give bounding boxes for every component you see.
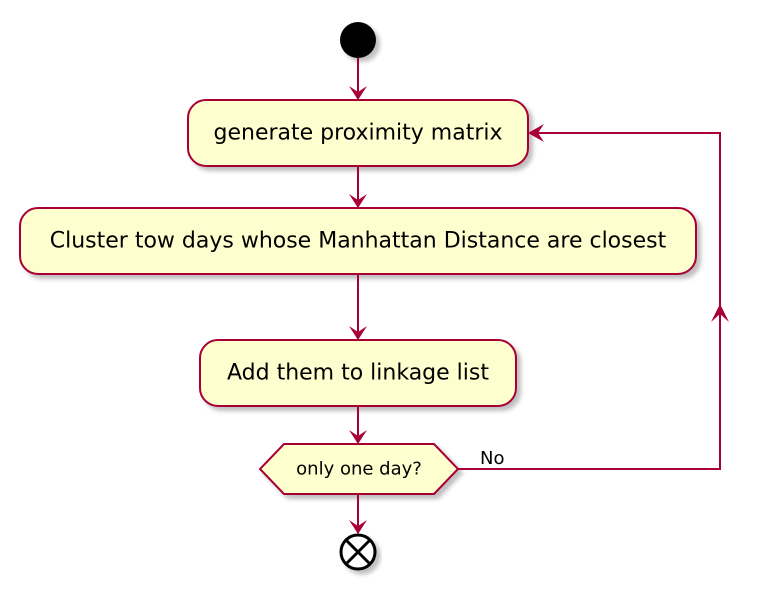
branch-no-label: No — [480, 448, 504, 469]
activity-cluster-label: Cluster tow days whose Manhattan Distanc… — [50, 229, 667, 254]
start-node — [340, 22, 376, 58]
arrowhead-loop-up — [711, 304, 729, 322]
arrowhead-generate — [349, 86, 367, 100]
arrowhead-end — [349, 520, 367, 534]
decision-node — [258, 443, 460, 495]
edge-no-loop — [458, 132, 721, 470]
arrowhead-decision — [349, 430, 367, 444]
arrowhead-loop-generate — [528, 124, 544, 142]
activity-add-label: Add them to linkage list — [227, 361, 489, 386]
activity-generate-label: generate proximity matrix — [214, 121, 503, 146]
end-node — [339, 533, 377, 571]
arrowhead-cluster — [349, 194, 367, 208]
decision-label: only one day? — [296, 459, 422, 480]
arrowhead-add — [349, 326, 367, 340]
